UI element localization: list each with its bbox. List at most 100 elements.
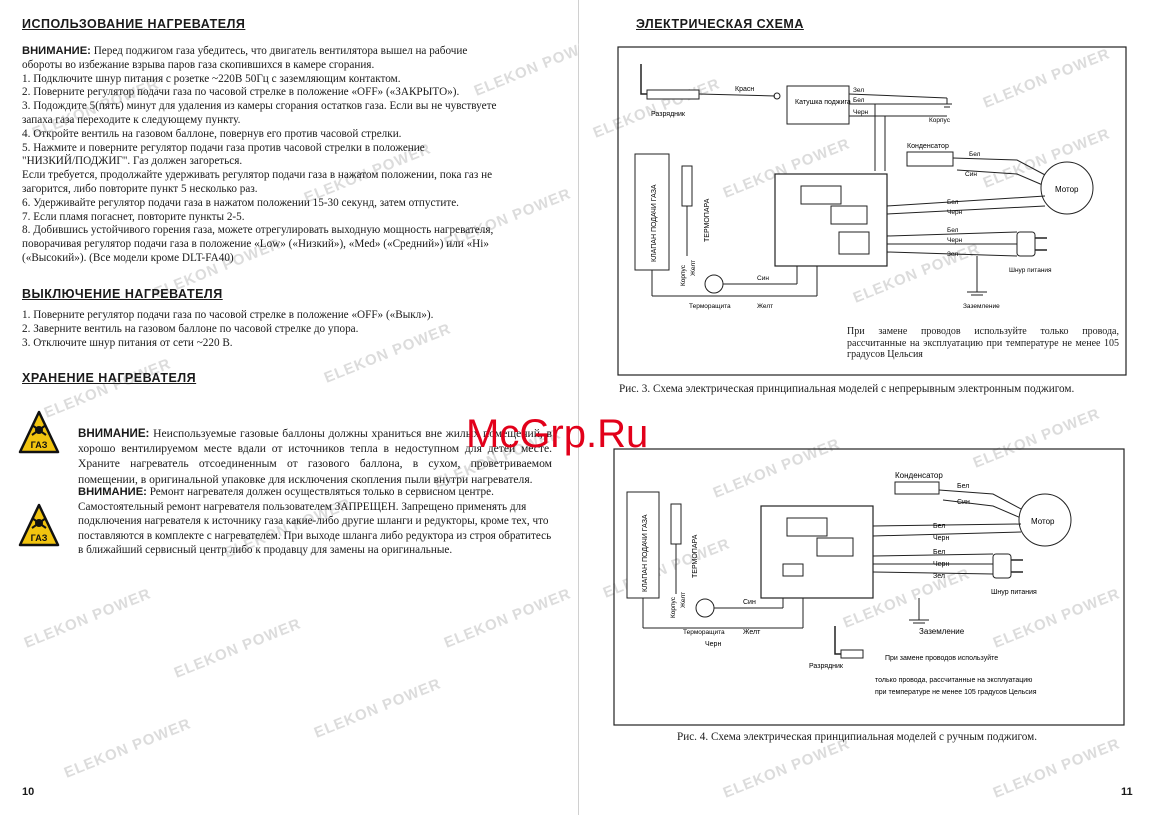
capacitor-label: Конденсатор bbox=[907, 143, 949, 150]
use-line: 3. Подождите 5(пять) минут для удаления … bbox=[22, 100, 497, 113]
use-line: Если требуется, продолжайте удерживать р… bbox=[22, 169, 493, 182]
warning-label: ВНИМАНИЕ: bbox=[78, 427, 150, 440]
warning-label: ВНИМАНИЕ: bbox=[78, 486, 147, 498]
wire-label-green: Зел bbox=[853, 87, 864, 94]
power-plug-icon bbox=[1016, 231, 1036, 257]
thermocouple bbox=[670, 503, 682, 545]
wire-label-white: Бел bbox=[957, 483, 969, 490]
plug-label: Шнур питания bbox=[991, 589, 1037, 596]
use-line: "НИЗКИЙ/ПОДЖИГ". Газ должен загореться. bbox=[22, 155, 243, 168]
use-instructions: ВНИМАНИЕ: Перед поджигом газа убедитесь,… bbox=[22, 45, 562, 266]
use-line: 4. Откройте вентиль на газовом баллоне, … bbox=[22, 127, 402, 140]
thermal-protection-label: Терморащита bbox=[689, 303, 731, 310]
capacitor bbox=[906, 151, 954, 167]
watermark: ELEKON POWER bbox=[311, 675, 444, 742]
wire-label-black: Черн bbox=[705, 641, 721, 648]
storage-warning: ВНИМАНИЕ: Неиспользуемые газовые баллоны… bbox=[78, 426, 552, 487]
use-line: («Высокий»). (Все модели кроме DLT-FA40) bbox=[22, 251, 234, 264]
warning-text: Ремонт нагревателя должен осуществляться… bbox=[78, 486, 552, 556]
watermark: ELEKON POWER bbox=[171, 615, 304, 682]
note-line: При замене проводов используйте bbox=[885, 654, 998, 662]
yellow-vertical-label: Желт bbox=[690, 260, 697, 276]
heading-storage: ХРАНЕНИЕ НАГРЕВАТЕЛЯ bbox=[22, 371, 197, 385]
wire-label-white: Бел bbox=[969, 151, 981, 158]
wire-label-yellow: Желт bbox=[757, 303, 773, 310]
motor bbox=[1018, 493, 1072, 547]
power-plug-icon bbox=[992, 553, 1012, 579]
use-line: обороты во избежание взрыва паров газа с… bbox=[22, 58, 375, 71]
igniter-symbol bbox=[840, 649, 864, 659]
gas-valve bbox=[634, 153, 670, 271]
wire-label-yellow: Желт bbox=[743, 629, 761, 636]
off-line: 3. Отключите шнур питания от сети ~220 В… bbox=[22, 336, 233, 349]
watermark: ELEKON POWER bbox=[990, 735, 1123, 802]
overlay-brand-watermark: McGrp.Ru bbox=[466, 412, 649, 456]
capacitor-label: Конденсатор bbox=[895, 471, 943, 480]
capacitor bbox=[894, 481, 940, 495]
watermark: ELEKON POWER bbox=[41, 355, 174, 422]
wire-label-green: Зел bbox=[933, 573, 945, 580]
wire-label-white: Бел bbox=[933, 549, 945, 556]
figure-caption-3: Рис. 3. Схема электрическая принципиальн… bbox=[619, 383, 1075, 395]
use-line: 7. Если пламя погаснет, повторите пункты… bbox=[22, 210, 245, 223]
page-title: ЭЛЕКТРИЧЕСКАЯ СХЕМА bbox=[636, 17, 804, 31]
thermal-protection-label: Терморащита bbox=[683, 629, 725, 636]
use-line: загорится, либо повторите пункт 5 нескол… bbox=[22, 182, 258, 195]
thermal-protection bbox=[695, 598, 715, 618]
gas-valve-label: КЛАПАН ПОДАЧИ ГАЗА bbox=[642, 514, 649, 592]
wire-label-black: Черн bbox=[947, 209, 963, 216]
housing-label: Корпус bbox=[929, 117, 951, 124]
housing-vertical-label: Корпус bbox=[680, 264, 687, 286]
wire-label-black: Черн bbox=[933, 561, 949, 568]
igniter-label: Разрядник bbox=[809, 663, 844, 670]
page-number: 11 bbox=[1121, 786, 1133, 798]
wire-label-black: Черн bbox=[947, 237, 963, 244]
plug-label: Шнур питания bbox=[1009, 267, 1052, 274]
use-line: поворачивая регулятор подачи газа в поло… bbox=[22, 238, 489, 251]
wire-label-blue: Син bbox=[757, 275, 769, 282]
gas-icon-label: ГАЗ bbox=[31, 440, 48, 450]
use-line: Перед поджигом газа убедитесь, что двига… bbox=[93, 45, 468, 57]
thermal-protection bbox=[704, 274, 724, 294]
gas-warning-icon: ГАЗ bbox=[18, 503, 60, 547]
watermark: ELEKON POWER bbox=[21, 585, 154, 652]
housing-vertical-label: Корпус bbox=[670, 596, 677, 618]
wiring-diagram-fig4: Конденсатор Бел Син Мотор Бел Черн Бел Ч… bbox=[613, 448, 1125, 726]
ground-label: Заземление bbox=[963, 303, 1000, 310]
ignition-coil bbox=[786, 85, 850, 125]
figure-caption-4: Рис. 4. Схема электрическая принципиальн… bbox=[677, 731, 1038, 743]
watermark: ELEKON POWER bbox=[720, 735, 853, 802]
wire-replacement-note: При замене проводов используйте только п… bbox=[847, 326, 1119, 360]
wire-label-blue: Син bbox=[743, 599, 756, 606]
page-number: 10 bbox=[22, 786, 35, 798]
igniter-label: Разрядник bbox=[651, 111, 686, 118]
off-instructions: 1. Поверните регулятор подачи газа по ча… bbox=[22, 309, 562, 350]
motor-label: Мотор bbox=[1055, 185, 1079, 194]
use-line: 1. Подключите шнур питания с розетке ~22… bbox=[22, 72, 401, 85]
wire-label-black: Черн bbox=[853, 109, 869, 116]
wire-label-white: Бел bbox=[853, 97, 865, 104]
igniter-symbol bbox=[646, 89, 700, 100]
use-line: 5. Нажмите и поверните регулятор подачи … bbox=[22, 141, 425, 154]
wire-label-white: Бел bbox=[947, 227, 959, 234]
thermocouple-label: ТЕРМОПАРА bbox=[692, 534, 699, 578]
wire-label-black: Черн bbox=[933, 535, 949, 542]
off-line: 1. Поверните регулятор подачи газа по ча… bbox=[22, 309, 434, 321]
off-line: 2. Заверните вентиль на газовом баллоне … bbox=[22, 322, 359, 335]
gas-warning-icon: ГАЗ bbox=[18, 410, 60, 454]
use-line: 2. Поверните регулятор подачи газа по ча… bbox=[22, 86, 460, 99]
use-line: 6. Удерживайте регулятор подачи газа в н… bbox=[22, 196, 459, 209]
use-line: 8. Добившись устойчивого горения газа, м… bbox=[22, 224, 494, 237]
note-line: только провода, рассчитанные на эксплуат… bbox=[875, 677, 1032, 684]
ground-label: Заземление bbox=[919, 627, 965, 636]
coil-label: Катушка поджига bbox=[795, 99, 851, 106]
thermocouple-label: ТЕРМОПАРА bbox=[704, 198, 711, 242]
attention-label: ВНИМАНИЕ: bbox=[22, 45, 91, 57]
motor-label: Мотор bbox=[1031, 517, 1055, 526]
gas-icon-label: ГАЗ bbox=[31, 533, 48, 543]
repair-warning: ВНИМАНИЕ: Ремонт нагревателя должен осущ… bbox=[78, 485, 552, 558]
watermark: ELEKON POWER bbox=[61, 715, 194, 782]
heading-off: ВЫКЛЮЧЕНИЕ НАГРЕВАТЕЛЯ bbox=[22, 287, 223, 301]
wiring-diagram-fig3: Разрядник Красн Катушка поджига Зел Бел … bbox=[617, 46, 1127, 376]
watermark: ELEKON POWER bbox=[441, 585, 574, 652]
